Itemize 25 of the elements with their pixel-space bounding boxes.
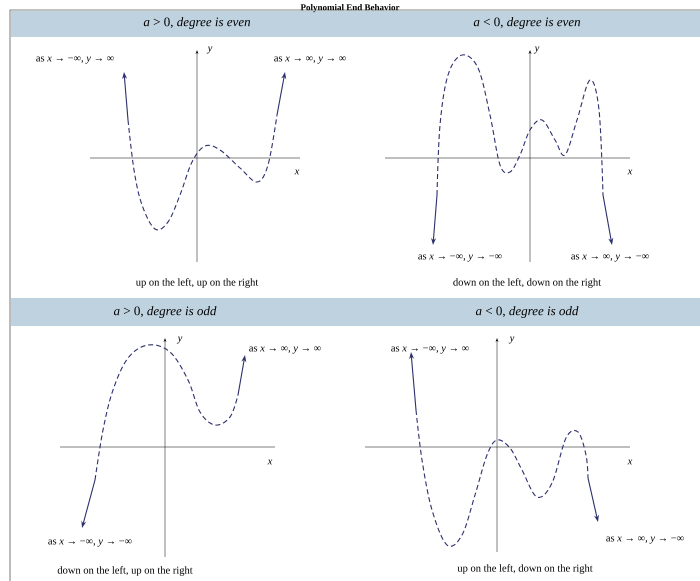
axis-label: x — [628, 460, 632, 464]
axis-label: y — [534, 46, 540, 54]
end-behavior-label: as x → −∞, y → −∞ — [48, 539, 132, 547]
axis-label: y — [508, 336, 514, 344]
axis-label: x — [294, 170, 300, 174]
end-behavior-label: as x → ∞, y → −∞ — [606, 536, 684, 544]
end-behavior-label: as x → ∞, y → ∞ — [249, 346, 321, 354]
header-text: a > 0, degree is odd — [114, 306, 216, 318]
caption: up on the left, down on the right — [458, 564, 593, 574]
axis-label: y — [206, 46, 212, 54]
caption: down on the left, up on the right — [58, 566, 193, 576]
caption: down on the left, down on the right — [453, 278, 602, 288]
end-behavior-label: as x → ∞, y → ∞ — [274, 56, 346, 64]
axis-label: y — [176, 336, 182, 344]
axis-label: x — [628, 170, 632, 174]
header-text: a > 0, degree is even — [144, 17, 250, 29]
end-behavior-label: as x → −∞, y → ∞ — [391, 346, 469, 354]
caption: up on the left, up on the right — [136, 278, 258, 288]
title: Polynomial End Behavior — [300, 4, 400, 12]
end-behavior-label: as x → −∞, y → −∞ — [418, 254, 502, 262]
axis-label: x — [268, 460, 272, 464]
header-text: a < 0, degree is even — [474, 17, 580, 29]
end-behavior-label: as x → −∞, y → ∞ — [36, 56, 114, 64]
header-text: a < 0, degree is odd — [476, 306, 578, 318]
end-behavior-label: as x → ∞, y → −∞ — [571, 254, 649, 262]
